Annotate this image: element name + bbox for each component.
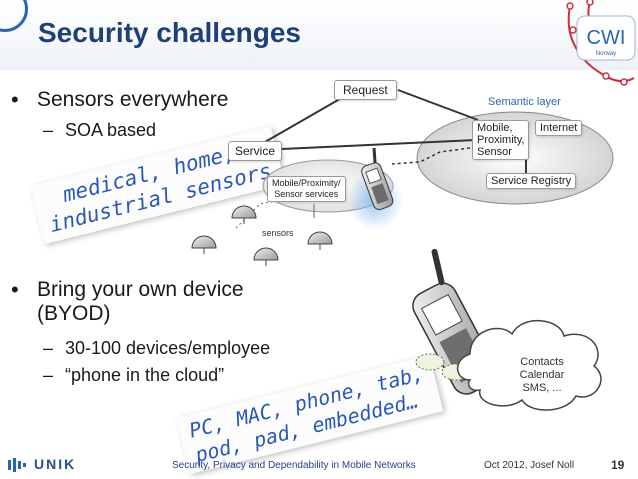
cloud-blob <box>415 353 445 371</box>
sub-dash: – <box>43 120 54 140</box>
sub-devices: – 30-100 devices/employee <box>43 338 271 359</box>
sensor-dome <box>253 247 279 261</box>
mobile-proximity-node: Mobile, Proximity, Sensor <box>472 120 530 160</box>
footer-date: Oct 2012, Josef Noll <box>484 460 575 471</box>
small-phone-icon <box>361 147 394 211</box>
bullet-sensors: • Sensors everywhere <box>11 88 229 112</box>
sensors-label: sensors <box>262 228 294 238</box>
bullet-text: Sensors everywhere <box>37 88 229 111</box>
footer-brand: UNIK <box>34 456 77 472</box>
bullet-text: Bring your own device <box>37 278 244 301</box>
internet-node: Internet <box>535 120 583 136</box>
service-registry-node: Service Registry <box>486 173 577 189</box>
sub-soa: – SOA based <box>43 120 157 141</box>
cloud-line: SMS, ... <box>522 382 562 394</box>
bullet-dot: • <box>11 87 19 112</box>
sub-dash: – <box>43 338 54 358</box>
request-node: Request <box>334 80 397 100</box>
cwi-logo-text: CWI <box>587 27 626 49</box>
sensor-dome <box>307 231 333 245</box>
sub-text: 30-100 devices/employee <box>65 338 271 358</box>
footer-center: Security, Privacy and Dependability in M… <box>172 460 416 471</box>
slide-title: Security challenges <box>38 17 302 48</box>
node-line: Mobile, <box>477 122 513 134</box>
dotted-link <box>391 147 471 165</box>
sub-text: “phone in the cloud” <box>65 365 225 385</box>
line-service-mobile <box>281 139 477 150</box>
node-line: Proximity, <box>477 134 525 146</box>
unik-logo-icon <box>8 458 26 472</box>
title-bar <box>0 0 638 70</box>
line-request-mobile <box>397 89 479 121</box>
line-request-service <box>264 95 346 143</box>
cwi-logo-country: Norway <box>596 51 616 57</box>
service-node: Service <box>228 141 283 161</box>
page-number: 19 <box>611 458 625 472</box>
node-line: Sensor services <box>274 189 339 199</box>
bullet-byod: • Bring your own device (BYOD) <box>11 278 244 326</box>
mps-services-node: Mobile/Proximity/ Sensor services <box>267 176 346 202</box>
cwi-logo: CWI Norway <box>566 0 636 86</box>
sub-cloud: – “phone in the cloud” <box>43 365 225 386</box>
node-line: Mobile/Proximity/ <box>272 178 341 188</box>
bullet-dot: • <box>11 277 19 302</box>
cloud-shape <box>456 319 602 411</box>
sub-text: SOA based <box>65 120 157 140</box>
sub-dash: – <box>43 365 54 385</box>
cloud-contents: Contacts Calendar SMS, ... <box>512 356 572 395</box>
cloud-line: Calendar <box>519 369 565 381</box>
bullet-text-line2: (BYOD) <box>37 302 111 325</box>
semantic-layer-label: Semantic layer <box>488 96 561 108</box>
cloud-line: Contacts <box>520 356 564 368</box>
node-line: Sensor <box>477 146 512 158</box>
sensor-dome <box>231 205 257 219</box>
sensor-dome <box>191 235 217 249</box>
